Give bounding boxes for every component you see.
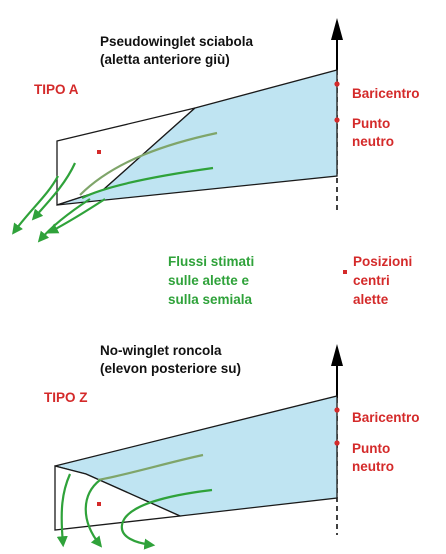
- legend: Flussi stimati sulle alette e sulla semi…: [168, 254, 412, 307]
- top-flow-arrow-2: [31, 162, 77, 221]
- bottom-cg-dot: [334, 407, 340, 413]
- bottom-type-label: TIPO Z: [44, 390, 88, 405]
- top-cg-dot: [334, 81, 340, 87]
- bottom-title-line1: No-winglet roncola: [100, 343, 222, 358]
- top-center-marker: [97, 150, 101, 154]
- bottom-axis-arrowhead-icon: [331, 344, 343, 366]
- top-flow-arrow-3: [37, 198, 91, 243]
- top-title-line1: Pseudowinglet sciabola: [100, 34, 254, 49]
- bottom-flow-arrow-3: [120, 488, 213, 550]
- bottom-panel: No-winglet roncola (elevon posteriore su…: [44, 343, 420, 550]
- top-flow-wing-2: [81, 166, 214, 199]
- bottom-np-dot: [334, 440, 340, 446]
- top-panel: Pseudowinglet sciabola (aletta anteriore…: [12, 18, 420, 243]
- top-np-dot: [334, 117, 340, 123]
- top-flow-wing-1: [79, 131, 218, 196]
- legend-centers-line1: Posizioni: [353, 254, 412, 269]
- legend-centers-line3: alette: [353, 292, 389, 307]
- top-np-label-line1: Punto: [352, 116, 390, 131]
- top-flow-arrow-1: [12, 175, 59, 235]
- legend-flows-line3: sulla semiala: [168, 292, 253, 307]
- top-axis-arrowhead-icon: [331, 18, 343, 40]
- top-np-label-line2: neutro: [352, 134, 394, 149]
- bottom-center-marker: [97, 502, 101, 506]
- bottom-flow-wing-1: [97, 453, 204, 482]
- legend-flows-line2: sulle alette e: [168, 273, 250, 288]
- bottom-np-label-line1: Punto: [352, 441, 390, 456]
- bottom-flow-arrow-2: [84, 479, 103, 548]
- top-title-line2: (aletta anteriore giù): [100, 52, 230, 67]
- legend-centers-line2: centri: [353, 273, 390, 288]
- top-type-label: TIPO A: [34, 82, 79, 97]
- top-flow-arrow-4: [47, 198, 106, 234]
- top-cg-label: Baricentro: [352, 86, 420, 101]
- legend-flows-line1: Flussi stimati: [168, 254, 254, 269]
- bottom-flow-arrow-1: [56, 473, 72, 548]
- bottom-np-label-line2: neutro: [352, 459, 394, 474]
- bottom-cg-label: Baricentro: [352, 410, 420, 425]
- legend-center-marker: [343, 270, 347, 274]
- bottom-title-line2: (elevon posteriore su): [100, 361, 241, 376]
